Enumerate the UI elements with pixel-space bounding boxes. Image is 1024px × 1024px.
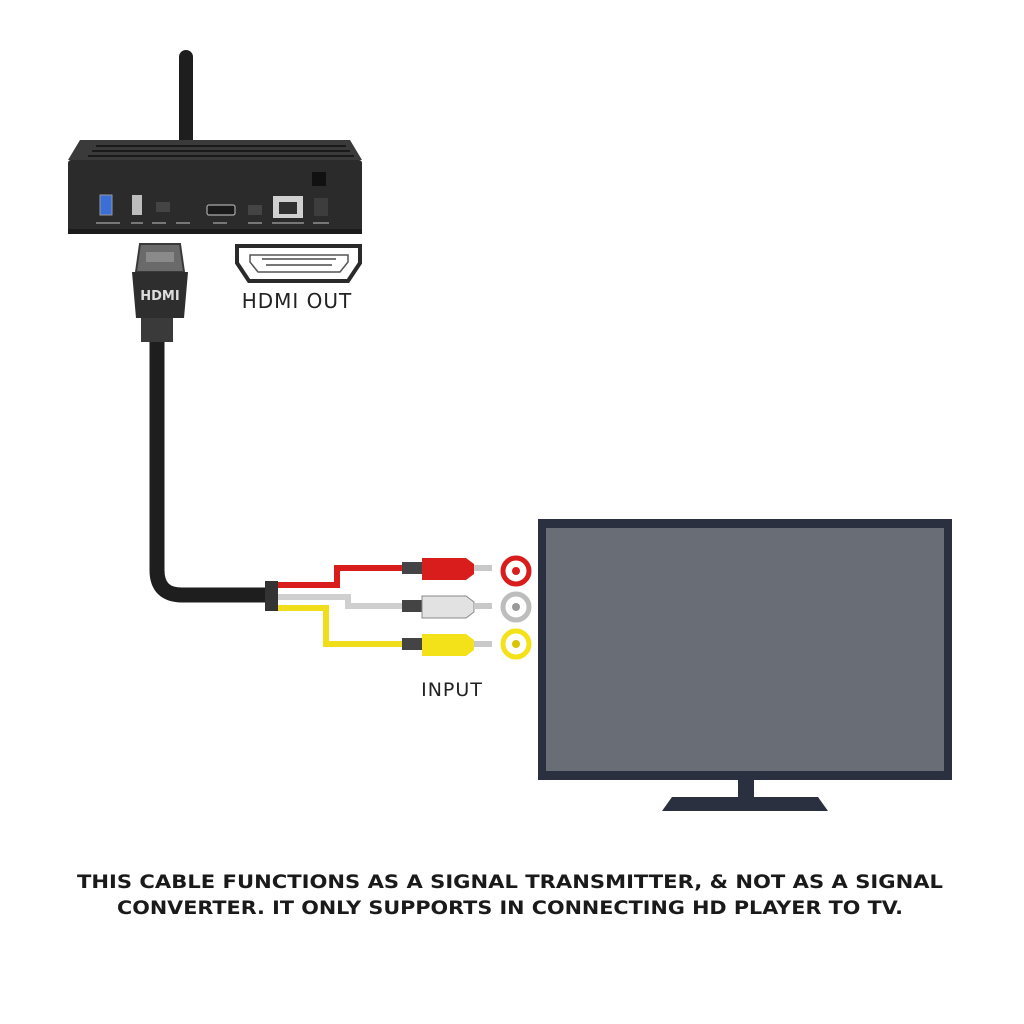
hdmi-cable <box>149 340 274 603</box>
rca-yellow-jack <box>500 628 532 660</box>
usb-port-icon <box>99 194 113 216</box>
hdmi-port-icon <box>206 204 236 216</box>
rca-yellow-wire <box>278 605 405 647</box>
rca-red-plug <box>402 558 492 580</box>
hdmi-plug: HDMI <box>132 243 188 342</box>
rca-white-wire <box>278 594 405 609</box>
device-vents <box>88 145 354 157</box>
rca-yellow-plug <box>402 634 492 656</box>
input-label: INPUT <box>421 679 483 701</box>
hdmi-out-label: HDMI OUT <box>242 289 353 313</box>
rca-red-wire <box>278 565 405 588</box>
television <box>538 519 952 811</box>
usb-port-icon <box>132 195 142 215</box>
rca-white-plug <box>402 595 492 619</box>
notice-line-2: CONVERTER. IT ONLY SUPPORTS IN CONNECTIN… <box>117 897 903 919</box>
tv-stand-base <box>662 797 828 811</box>
notice-line-1: THIS CABLE FUNCTIONS AS A SIGNAL TRANSMI… <box>77 871 943 893</box>
cable-splitter <box>265 581 278 611</box>
rca-red-jack <box>500 555 532 587</box>
hdmi-plug-logo: HDMI <box>140 289 179 304</box>
tv-stand-neck <box>738 780 754 798</box>
tv-screen <box>546 528 944 771</box>
hd-player-device <box>68 50 362 234</box>
hdmi-port-icon <box>235 244 362 283</box>
rca-white-jack <box>500 591 532 623</box>
hdmi-out-port: HDMI OUT <box>235 244 362 313</box>
